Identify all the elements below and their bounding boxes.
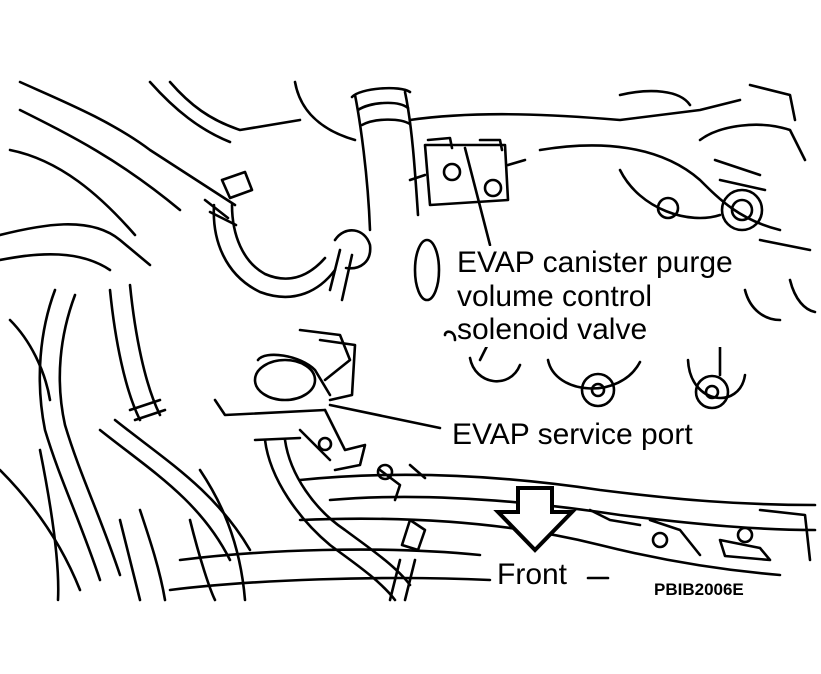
figure-code: PBIB2006E <box>654 580 744 599</box>
intake-tube <box>350 86 420 232</box>
callout-purge-line-1: EVAP canister purge <box>457 246 733 279</box>
intake-manifold <box>408 83 812 252</box>
purge-hose <box>203 170 372 302</box>
solenoid-valve <box>408 136 527 247</box>
front-arrow-icon <box>493 486 577 553</box>
hoses-left <box>8 283 252 602</box>
callout-service-port: EVAP service port <box>452 418 693 452</box>
callout-purge-solenoid: EVAP canister purge volume control solen… <box>457 246 737 347</box>
callout-purge-line-2: volume control <box>457 279 653 313</box>
lower-left-frame <box>0 468 247 602</box>
callout-purge-line-3: solenoid valve <box>457 313 648 347</box>
service-port-assembly <box>213 328 442 602</box>
callout-front: Front <box>497 558 568 592</box>
lower-rails <box>168 463 817 602</box>
body-contours-upper-left <box>0 80 357 272</box>
